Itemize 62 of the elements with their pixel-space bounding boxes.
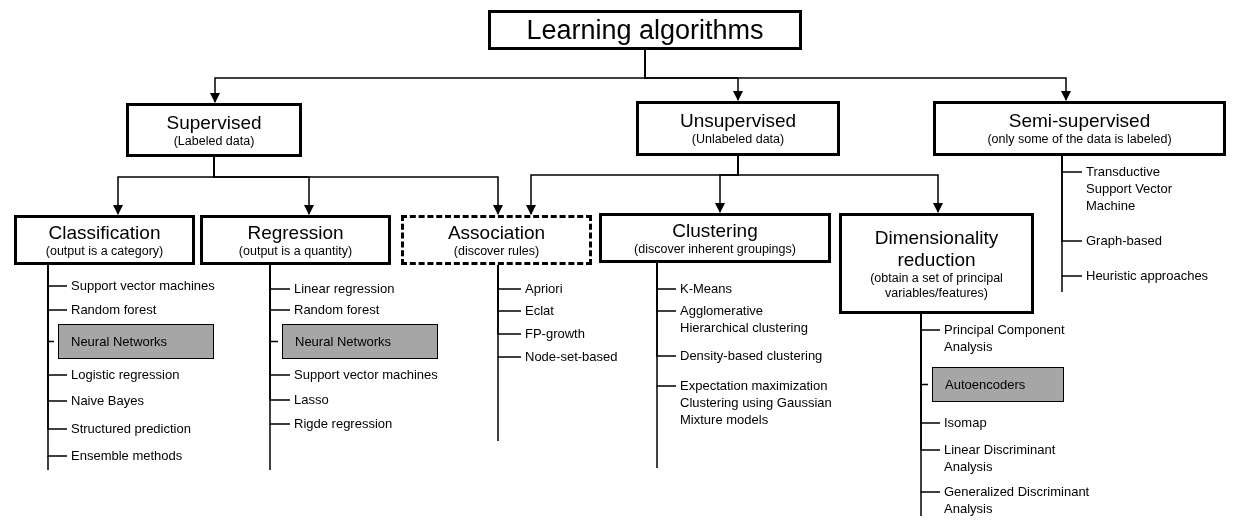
category-box [401, 215, 592, 265]
list-item: Node-set-based [525, 348, 618, 365]
list-item: Isomap [944, 414, 987, 431]
list-item: Linear regression [294, 280, 395, 297]
box-title: Classification [48, 221, 161, 244]
list-item: Expectation maximization Clustering using Gaussian Mixture models [680, 377, 852, 428]
box-title: Unsupervised [679, 110, 797, 132]
list-item: Structured prediction [71, 420, 191, 437]
box-subtitle: (discover inherent groupings) [633, 241, 797, 257]
connector-line [656, 262, 677, 387]
category-box [14, 215, 195, 265]
list-item: Graph-based [1086, 232, 1162, 249]
category-box [200, 215, 391, 265]
arrow [213, 156, 503, 215]
box-subtitle: (obtain a set of principal variables/features) [869, 270, 1004, 301]
list-item: Support vector machines [294, 366, 438, 383]
list-item: Transductive Support Vector Machine [1086, 163, 1191, 214]
connector-line [920, 313, 941, 493]
box-subtitle: (Unlabeled data) [690, 132, 786, 147]
box-subtitle: (only some of the data is labeled) [986, 132, 1173, 147]
list-item: Random forest [71, 301, 157, 318]
list-item: Generalized Discriminant Analysis [944, 483, 1094, 517]
connector-line [497, 264, 522, 358]
arrow [737, 155, 943, 213]
list-item: Logistic regression [71, 366, 180, 383]
list-item: Naive Bayes [71, 392, 144, 409]
list-item: Random forest [294, 301, 380, 318]
list-item: Apriori [525, 280, 563, 297]
box-title: Dimensionality reduction [873, 226, 1000, 271]
list-item: Principal Component Analysis [944, 321, 1079, 355]
list-item: FP-growth [525, 325, 585, 342]
list-item: Support vector machines [71, 277, 215, 294]
root-box [488, 10, 802, 50]
list-item: Linear Discriminant Analysis [944, 441, 1084, 475]
category-box [933, 101, 1226, 156]
highlight-box: Neural Networks [58, 324, 214, 359]
list-item: Heuristic approaches [1086, 267, 1209, 284]
box-subtitle: (output is a category) [44, 243, 165, 259]
highlight-box: Neural Networks [282, 324, 438, 359]
box-title: Supervised [166, 111, 262, 134]
category-box [839, 213, 1034, 314]
box-title: Regression [247, 221, 344, 244]
highlight-box: Autoencoders [932, 367, 1064, 402]
list-item: Density-based clustering [680, 347, 823, 364]
connector-line [1061, 155, 1083, 277]
box-title: Semi-supervised [1008, 110, 1151, 132]
category-box [636, 101, 840, 156]
category-box [126, 103, 302, 157]
box-subtitle: (Labeled data) [172, 133, 256, 149]
list-item: K-Means [680, 280, 733, 297]
box-title: Clustering [672, 219, 758, 242]
box-subtitle: (output is a quantity) [237, 243, 354, 259]
box-subtitle: (discover rules) [452, 243, 541, 259]
list-item: Rigde regression [294, 415, 393, 432]
category-box [599, 213, 831, 263]
arrow [644, 49, 1071, 101]
list-item: Eclat [525, 302, 554, 319]
box-title: Learning algorithms [526, 14, 764, 46]
list-item: Lasso [294, 391, 329, 408]
list-item: Ensemble methods [71, 447, 183, 464]
box-title: Association [447, 221, 546, 244]
list-item: Agglomerative Hierarchical clustering [680, 302, 830, 336]
